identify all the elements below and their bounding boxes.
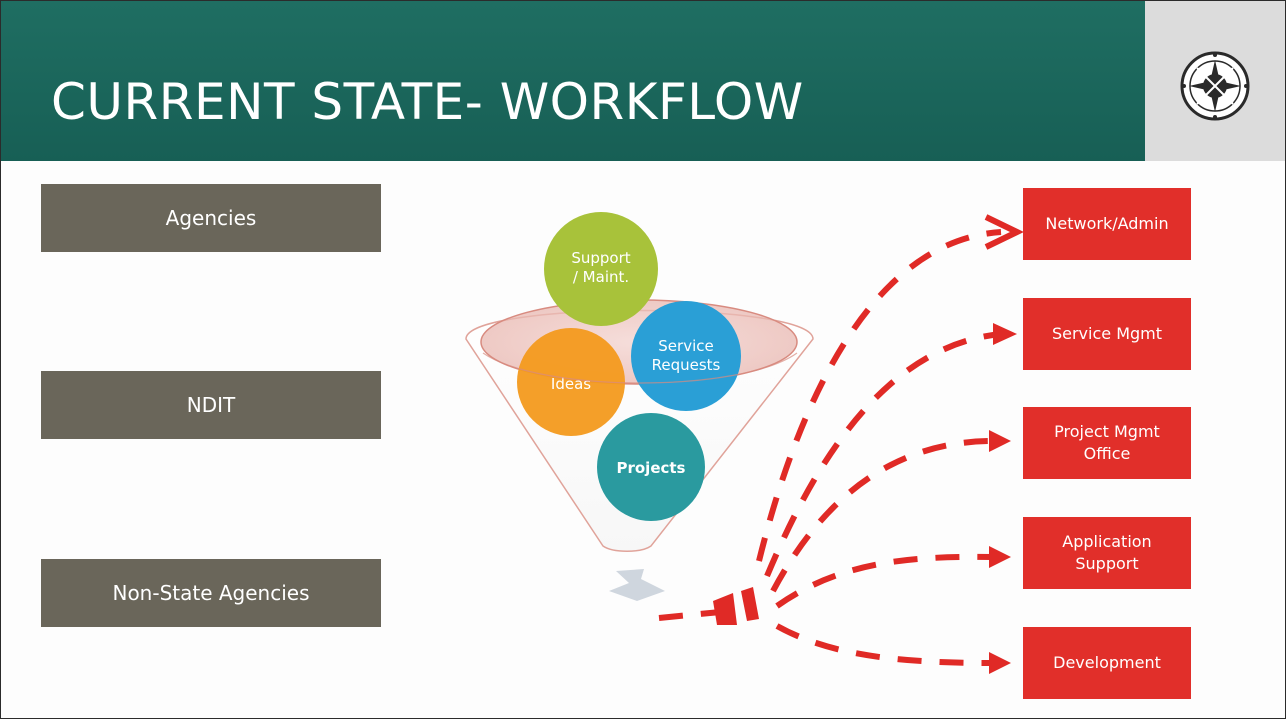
arrow-to-development (775, 623, 994, 666)
dest-label: Network/Admin (1045, 214, 1169, 233)
source-label: Agencies (165, 206, 257, 230)
arrow-fan (713, 587, 759, 625)
dest-service-mgmt: Service Mgmt (1023, 298, 1191, 370)
arrow-to-project-mgmt (770, 438, 994, 593)
arrowhead-icon (993, 323, 1017, 345)
circle-service-requests: Service Requests (631, 301, 741, 411)
dest-application-support: Application Support (1023, 517, 1191, 589)
logo-panel (1145, 1, 1285, 161)
dest-label: Service Mgmt (1051, 324, 1163, 343)
source-ndit: NDIT (41, 371, 381, 439)
arrow-to-service-mgmt (764, 331, 1002, 578)
arrowheads (984, 214, 1024, 674)
dashed-arrows (658, 229, 1002, 666)
arrowhead-icon (989, 546, 1011, 568)
dest-label: Project Mgmt (1054, 422, 1160, 441)
dest-label: Development (1053, 653, 1161, 672)
down-arrow-icon (609, 569, 665, 601)
page-title: CURRENT STATE- WORKFLOW (51, 73, 804, 131)
dest-development: Development (1023, 627, 1191, 699)
circle-label: Ideas (551, 375, 591, 393)
circle-projects: Projects (597, 413, 705, 521)
circle-support-maint: Support / Maint. (544, 212, 658, 326)
dest-network-admin: Network/Admin (1023, 188, 1191, 260)
arrow-to-network-admin (756, 229, 1002, 562)
circle-label: / Maint. (573, 268, 629, 286)
arrowhead-icon (984, 214, 1024, 250)
dest-project-mgmt-office: Project Mgmt Office (1023, 407, 1191, 479)
circle-label: Projects (616, 459, 685, 477)
dest-label: Support (1075, 554, 1139, 573)
source-label: Non-State Agencies (112, 581, 310, 605)
dest-label: Office (1083, 444, 1131, 463)
arrow-to-application-support (775, 553, 994, 609)
title-bar: CURRENT STATE- WORKFLOW (1, 1, 1145, 161)
arrowhead-icon (989, 430, 1011, 452)
dest-label: Application (1062, 532, 1152, 551)
arrowhead-icon (989, 652, 1011, 674)
circle-label: Requests (652, 356, 721, 374)
source-non-state-agencies: Non-State Agencies (41, 559, 381, 627)
arrow-feed (658, 607, 742, 621)
source-label: NDIT (186, 393, 236, 417)
source-agencies: Agencies (41, 184, 381, 252)
circle-label: Service (658, 337, 713, 355)
circle-label: Support (571, 249, 630, 267)
compass-icon (1180, 51, 1250, 121)
